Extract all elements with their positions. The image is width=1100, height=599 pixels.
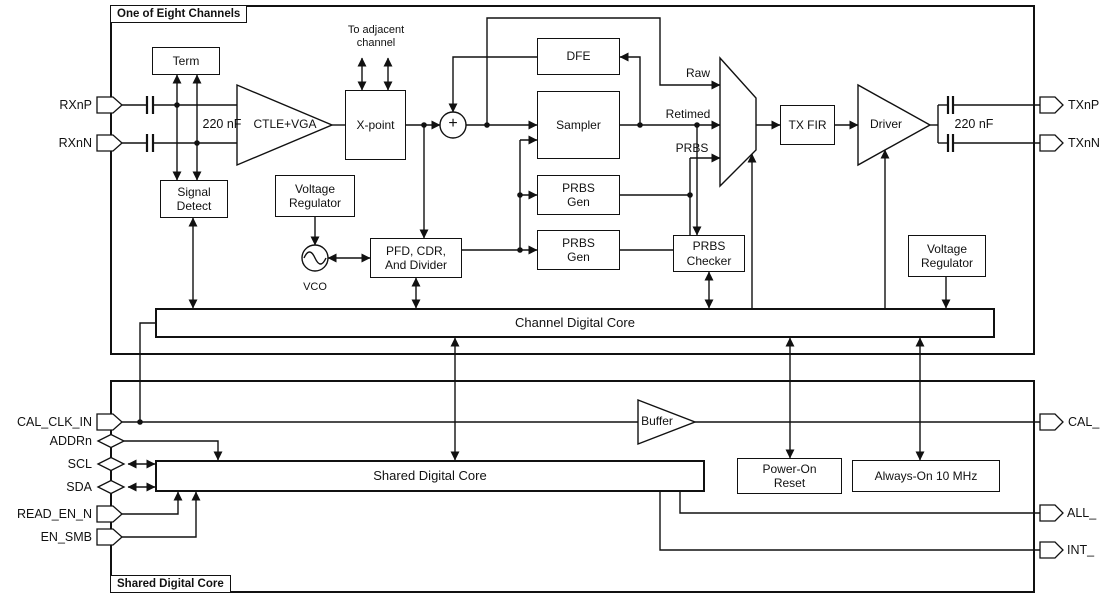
wire-dfe-input — [619, 52, 641, 125]
cal-out-pin — [1039, 413, 1064, 431]
cap-left-label: 220 nF — [202, 117, 242, 131]
cal-clk-in-pin — [96, 413, 123, 431]
driver-label: Driver — [870, 117, 902, 131]
vco-sine-icon — [303, 251, 327, 265]
wire-int-out — [659, 492, 1040, 551]
txnn-label: TXnN — [1068, 136, 1100, 150]
junction-prbs-merge — [687, 192, 693, 198]
wire-dfe-feedback — [448, 56, 537, 113]
txnn-pin — [1039, 134, 1064, 152]
junction-clk-gen2 — [517, 247, 523, 253]
scl-label: SCL — [67, 457, 92, 471]
xpoint-block: X-point — [345, 90, 406, 160]
rxnn-pin — [96, 134, 123, 152]
sda-label: SDA — [66, 480, 92, 494]
vco-label: VCO — [303, 281, 327, 293]
junction-cal-core — [137, 419, 143, 425]
prbs-checker-block: PRBS Checker — [673, 235, 745, 272]
dfe-block: DFE — [537, 38, 620, 75]
ctle-vga-label: CTLE+VGA — [253, 117, 317, 131]
en-smb-pin — [96, 528, 123, 546]
wire-all-out — [679, 492, 1040, 514]
int-out-label: INT_ — [1067, 543, 1095, 557]
ctle-vga-triangle — [236, 83, 334, 167]
term-block: Term — [152, 47, 220, 75]
all-out-pin — [1039, 504, 1064, 522]
tx-fir-block: TX FIR — [780, 105, 835, 145]
sum-plus-label: + — [448, 115, 458, 132]
junction-clk-gen1 — [517, 192, 523, 198]
output-mux — [719, 56, 757, 188]
rxnn-label: RXnN — [58, 136, 92, 150]
scl-pin — [96, 456, 126, 472]
en-smb-label: EN_SMB — [40, 530, 92, 544]
pfd-cdr-block: PFD, CDR, And Divider — [370, 238, 462, 278]
junction-raw-tap — [484, 122, 490, 128]
wire-core-cal — [139, 322, 155, 422]
rxnp-pin — [96, 96, 123, 114]
voltage-regulator-right-block: Voltage Regulator — [908, 235, 986, 277]
read-en-n-label: READ_EN_N — [16, 507, 92, 521]
mux-raw-label: Raw — [685, 66, 710, 80]
txnp-pin — [1039, 96, 1064, 114]
buffer-label: Buffer — [641, 414, 673, 428]
all-out-label: ALL_ — [1067, 506, 1097, 520]
wire-raw-path — [486, 17, 721, 125]
read-en-n-pin — [96, 505, 123, 523]
int-out-pin — [1039, 541, 1064, 559]
cal-clk-in-label: CAL_CLK_IN — [16, 415, 92, 429]
junction-term-p — [174, 102, 180, 108]
wire-en-smb — [122, 491, 201, 538]
prbs-gen1-block: PRBS Gen — [537, 175, 620, 215]
junction-cdr-tap — [421, 122, 427, 128]
channel-section-box — [110, 5, 1035, 355]
wire-read-en — [122, 491, 183, 515]
junction-checker-tap — [694, 122, 700, 128]
mux-prbs-label: PRBS — [675, 141, 709, 155]
to-adjacent-label: To adjacent channel — [347, 24, 405, 49]
channel-section-title: One of Eight Channels — [110, 5, 248, 23]
cal-out-label: CAL_ — [1068, 415, 1100, 429]
txnp-label: TXnP — [1068, 98, 1100, 112]
always-on-osc-block: Always-On 10 MHz — [852, 460, 1000, 492]
cap-right-label: 220 nF — [954, 117, 994, 131]
addrn-label: ADDRn — [49, 434, 92, 448]
junction-dfe-tap — [637, 122, 643, 128]
addrn-pin — [96, 433, 126, 449]
shared-section-title: Shared Digital Core — [110, 575, 231, 593]
mux-retimed-label: Retimed — [665, 107, 711, 121]
shared-digital-core-block: Shared Digital Core — [155, 460, 705, 492]
wire-addrn — [124, 440, 223, 461]
prbs-gen2-block: PRBS Gen — [537, 230, 620, 270]
signal-detect-block: Signal Detect — [160, 180, 228, 218]
channel-digital-core-block: Channel Digital Core — [155, 308, 995, 338]
voltage-regulator-left-block: Voltage Regulator — [275, 175, 355, 217]
sampler-block: Sampler — [537, 91, 620, 159]
power-on-reset-block: Power-On Reset — [737, 458, 842, 494]
sda-pin — [96, 479, 126, 495]
junction-term-n — [194, 140, 200, 146]
rxnp-label: RXnP — [59, 98, 92, 112]
